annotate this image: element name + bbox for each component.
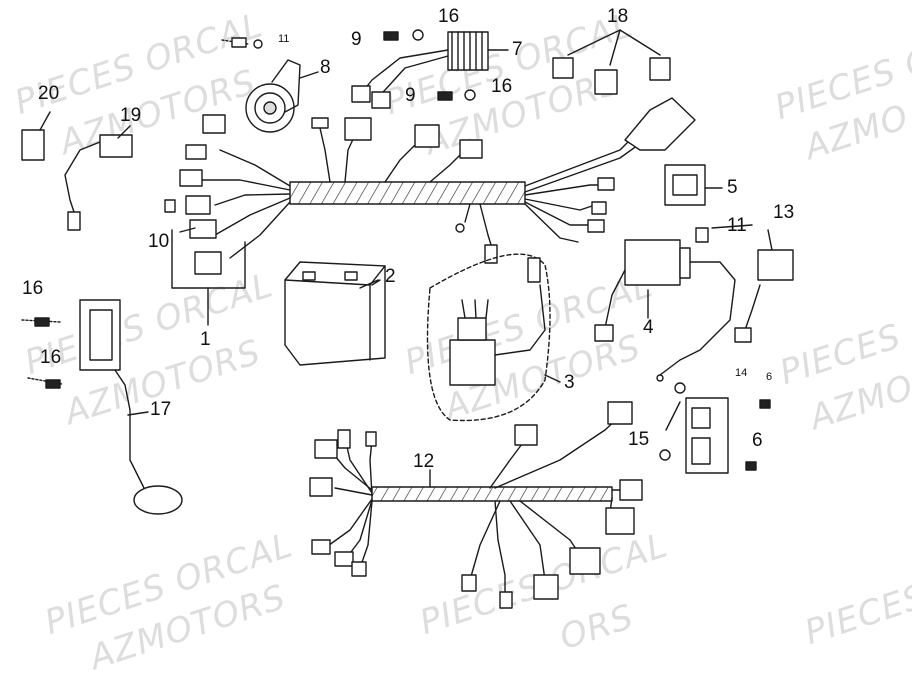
wiring-diagram <box>21 29 794 609</box>
callout-16b: 16 <box>491 76 513 97</box>
callout-16d: 16 <box>40 347 62 368</box>
callout-2: 2 <box>385 266 396 287</box>
callout-7: 7 <box>512 39 523 60</box>
callout-1: 1 <box>200 329 211 350</box>
callout-11: 11 <box>727 215 747 236</box>
callout-19: 19 <box>120 105 142 126</box>
callout-12: 12 <box>413 451 435 472</box>
horn <box>221 37 319 133</box>
callout-11-small: 11 <box>278 33 290 45</box>
callout-13: 13 <box>773 202 795 223</box>
rear-wiring-harness <box>309 401 643 609</box>
callout-16c: 16 <box>22 278 44 299</box>
starter-relay <box>426 253 551 422</box>
switch-and-sensor <box>21 129 133 231</box>
cdi-unit <box>594 227 736 382</box>
ignition-coil <box>21 299 183 515</box>
leader-lines <box>39 111 773 488</box>
callout-18: 18 <box>607 6 629 27</box>
control-module <box>659 382 771 474</box>
callout-9b: 9 <box>405 85 416 106</box>
callout-14: 14 <box>735 367 748 379</box>
callout-6a: 6 <box>752 430 763 451</box>
fuse-box <box>664 164 723 206</box>
callout-4: 4 <box>643 317 654 338</box>
battery <box>284 261 386 366</box>
callout-10: 10 <box>148 231 170 252</box>
callout-16a: 16 <box>438 6 460 27</box>
callout-3: 3 <box>564 372 575 393</box>
callout-8: 8 <box>320 57 331 78</box>
relays <box>552 29 671 95</box>
callout-17: 17 <box>150 399 172 420</box>
regulator-rectifier <box>351 29 509 109</box>
callout-20: 20 <box>38 83 60 104</box>
callout-15: 15 <box>628 429 650 450</box>
main-wiring-harness <box>164 97 696 326</box>
callout-9a: 9 <box>351 29 362 50</box>
flasher-relay <box>734 249 794 343</box>
callout-6b: 6 <box>766 371 773 383</box>
callout-5: 5 <box>727 177 738 198</box>
